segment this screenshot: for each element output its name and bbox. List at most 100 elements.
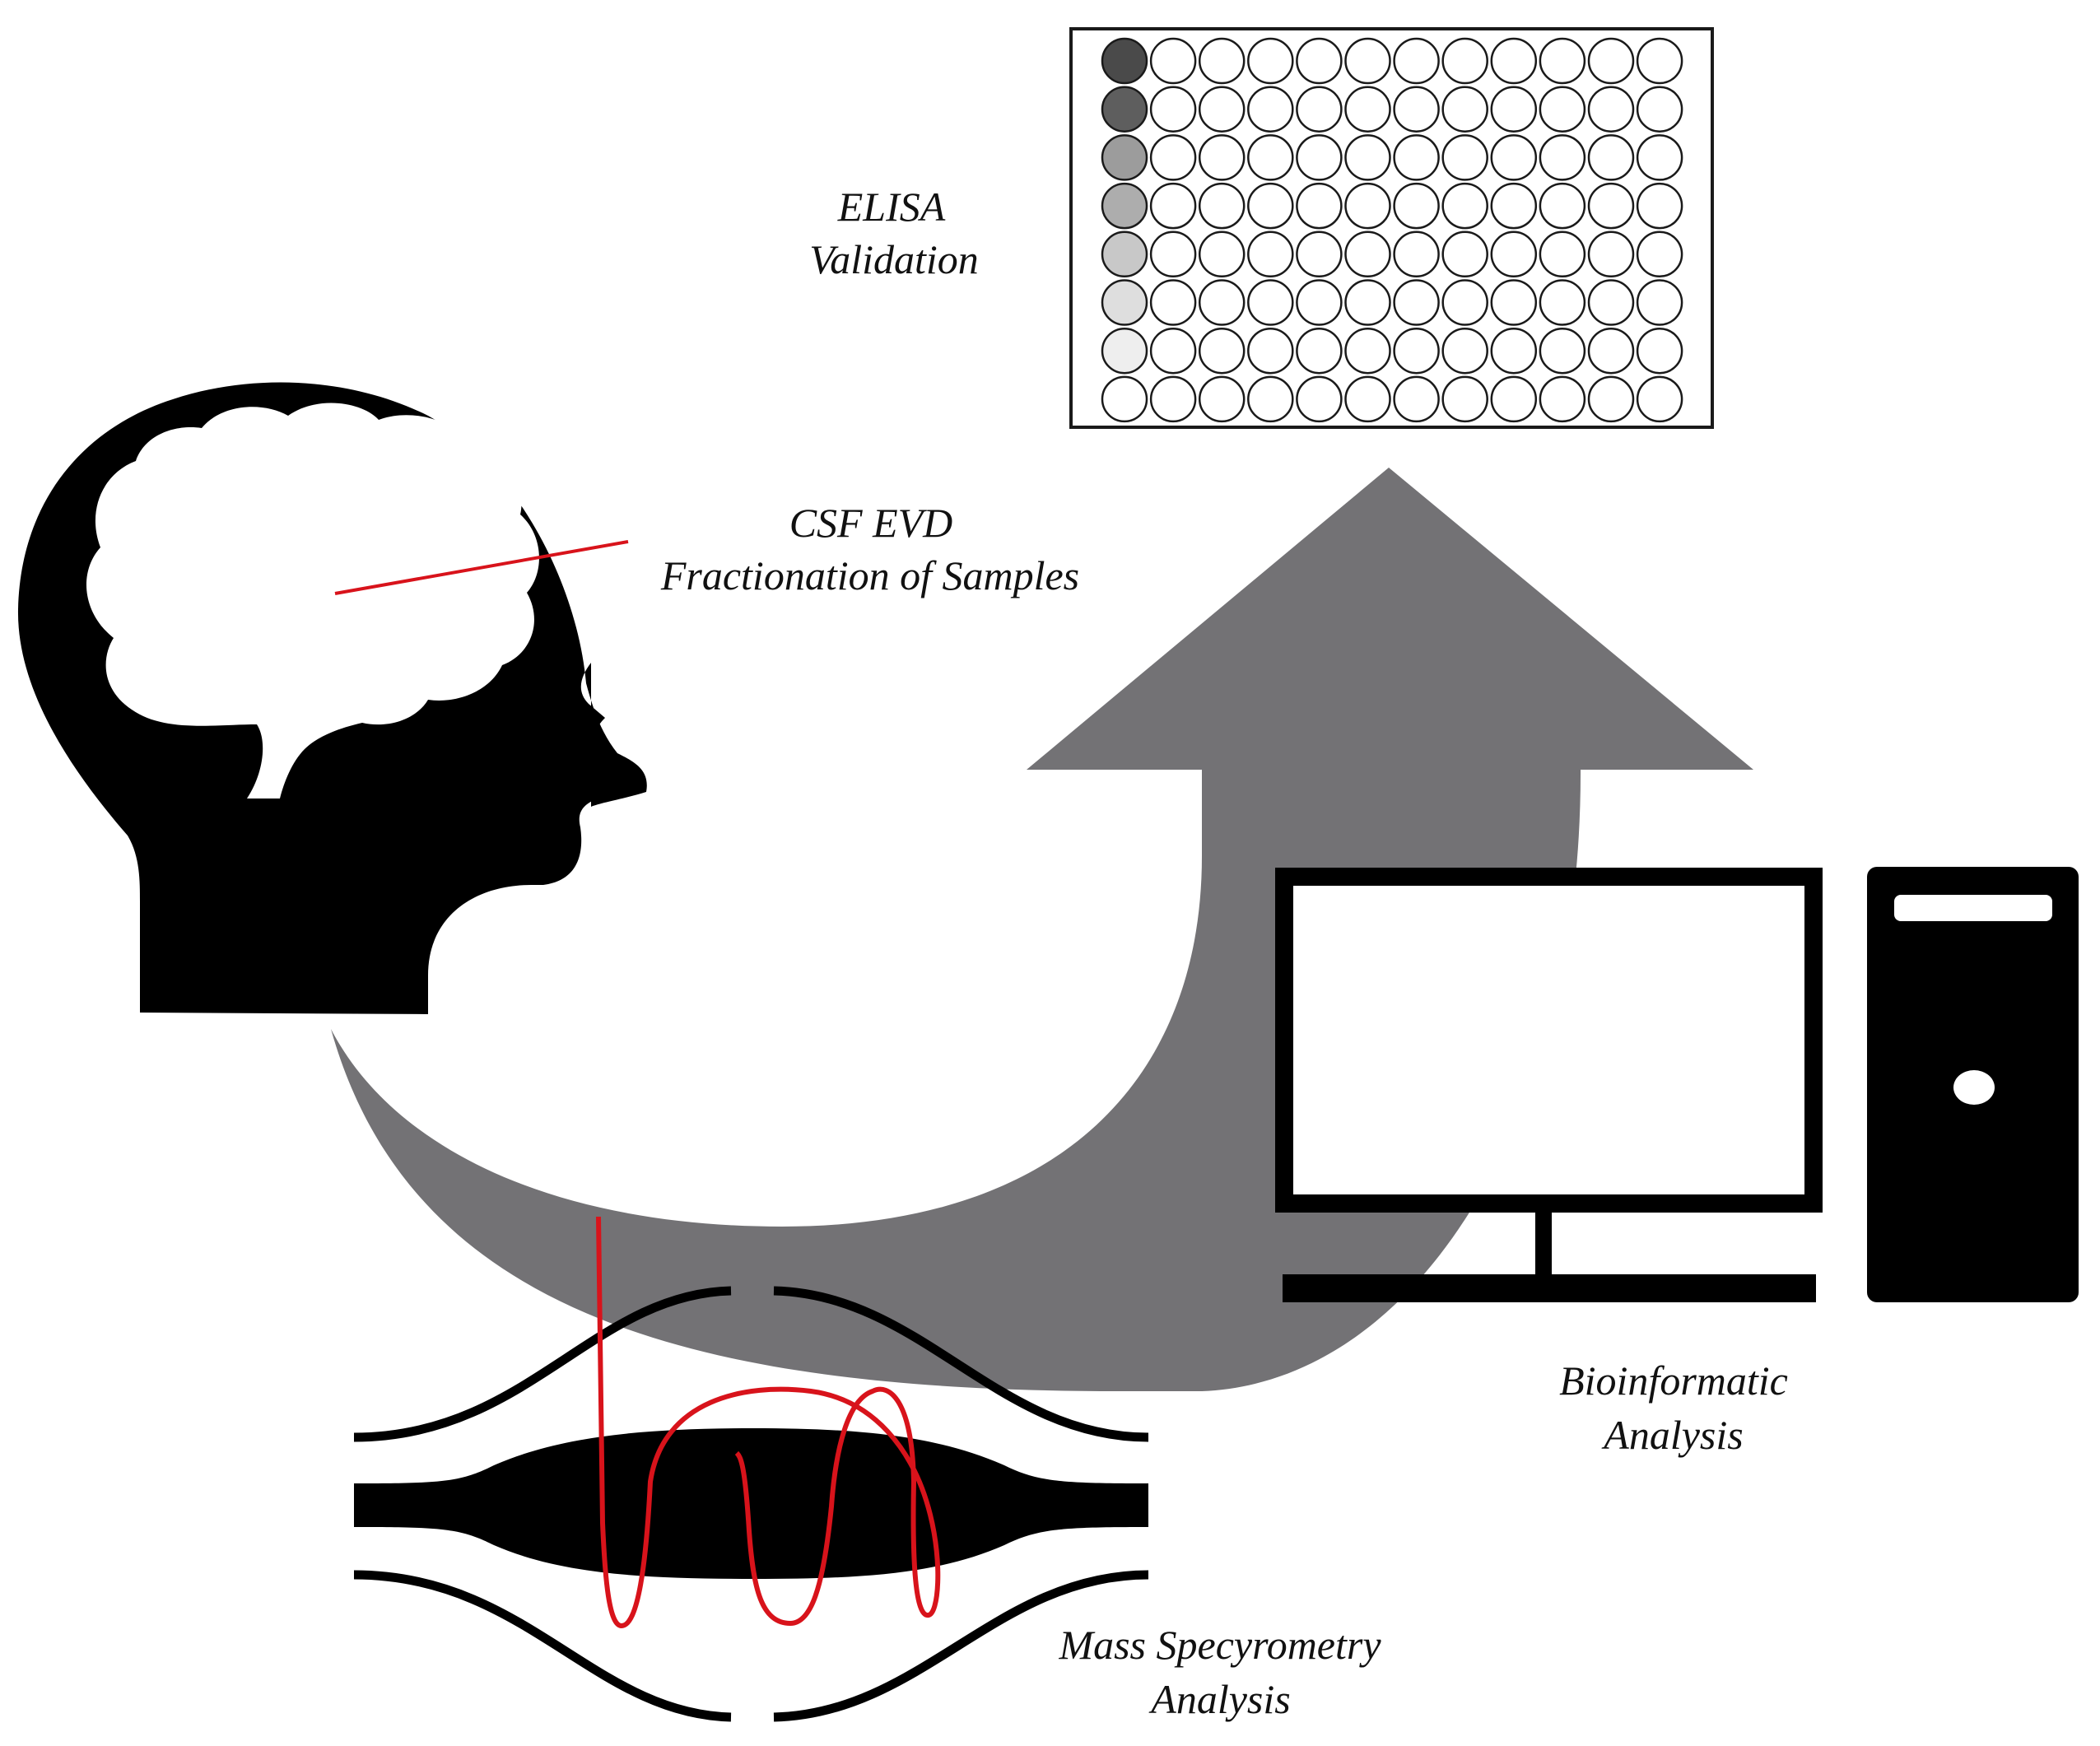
plate-well — [1393, 37, 1440, 85]
plate-well — [1247, 182, 1294, 230]
plate-well — [1149, 375, 1197, 423]
plate-well — [1344, 279, 1391, 326]
plate-well — [1490, 279, 1538, 326]
tower-drive-slot — [1894, 895, 2052, 921]
plate-well — [1539, 37, 1586, 85]
plate-well — [1490, 86, 1538, 133]
monitor-stand-base — [1283, 1274, 1816, 1302]
plate-well — [1344, 230, 1391, 278]
plate-well — [1587, 375, 1635, 423]
plate-well — [1587, 86, 1635, 133]
ion-trap-upper-right — [773, 1286, 1149, 1442]
plate-well — [1149, 279, 1197, 326]
plate-well — [1441, 279, 1488, 326]
plate-well — [1539, 134, 1586, 181]
plate-well — [1587, 279, 1635, 326]
elisa-label-line1: ELISA — [837, 184, 946, 230]
plate-well — [1587, 327, 1635, 375]
plate-well — [1198, 182, 1246, 230]
plate-well — [1247, 279, 1294, 326]
plate-well — [1441, 230, 1488, 278]
ion-beam-body — [354, 1428, 1148, 1579]
monitor-screen — [1275, 868, 1823, 1213]
plate-well — [1198, 327, 1246, 375]
bioinformatic-label-line2: Analysis — [1601, 1412, 1743, 1458]
plate-well — [1490, 375, 1538, 423]
plate-well — [1344, 134, 1391, 181]
plate-well — [1247, 327, 1294, 375]
plate-well — [1149, 86, 1197, 133]
ion-trap-lower-left — [353, 1570, 732, 1722]
plate-well — [1587, 134, 1635, 181]
plate-well — [1587, 182, 1635, 230]
plate-well — [1587, 37, 1635, 85]
plate-well — [1636, 182, 1683, 230]
plate-well — [1198, 37, 1246, 85]
plate-well — [1247, 230, 1294, 278]
plate-well — [1247, 86, 1294, 133]
plate-well — [1393, 182, 1440, 230]
plate-well — [1198, 375, 1246, 423]
plate-well — [1149, 182, 1197, 230]
plate-well — [1636, 230, 1683, 278]
plate-well — [1101, 279, 1148, 326]
plate-well — [1101, 327, 1148, 375]
plate-well — [1296, 230, 1343, 278]
brain-shape — [86, 403, 539, 799]
plate-well — [1490, 37, 1538, 85]
plate-well — [1441, 182, 1488, 230]
plate-well — [1490, 327, 1538, 375]
elisa-plate-icon — [1069, 27, 1714, 429]
bioinformatic-label-line1: Bioinformatic — [1559, 1357, 1788, 1404]
plate-well — [1149, 230, 1197, 278]
monitor-stand-neck — [1535, 1210, 1552, 1276]
plate-well — [1393, 375, 1440, 423]
plate-well — [1296, 37, 1343, 85]
elisa-label-line2: Validation — [809, 236, 979, 282]
csf-label-line1: CSF EVD — [789, 500, 953, 546]
head-brain-icon — [17, 382, 647, 1014]
plate-well — [1198, 230, 1246, 278]
plate-well — [1149, 37, 1197, 85]
plate-well — [1149, 134, 1197, 181]
plate-well — [1198, 86, 1246, 133]
plate-well — [1296, 134, 1343, 181]
plate-well — [1296, 375, 1343, 423]
plate-well — [1441, 37, 1488, 85]
csf-pointer-line — [334, 540, 629, 595]
plate-well — [1490, 182, 1538, 230]
plate-well — [1101, 375, 1148, 423]
plate-well — [1393, 279, 1440, 326]
plate-well — [1587, 230, 1635, 278]
plate-well — [1101, 230, 1148, 278]
plate-well — [1149, 327, 1197, 375]
plate-well — [1101, 86, 1148, 133]
plate-well — [1636, 86, 1683, 133]
plate-wells — [1101, 37, 1683, 423]
plate-well — [1636, 134, 1683, 181]
tower-power-button — [1953, 1070, 1995, 1105]
plate-well — [1490, 230, 1538, 278]
ion-trap-upper-left — [353, 1286, 732, 1442]
plate-well — [1393, 327, 1440, 375]
plate-well — [1393, 230, 1440, 278]
plate-well — [1393, 86, 1440, 133]
plate-well — [1101, 182, 1148, 230]
plate-well — [1344, 37, 1391, 85]
mass-spec-label-line2: Analysis — [1148, 1676, 1290, 1722]
mass-spec-label-line1: Mass Specyrometry — [1058, 1622, 1381, 1668]
ion-trajectory — [596, 1216, 941, 1628]
plate-well — [1296, 86, 1343, 133]
plate-well — [1296, 279, 1343, 326]
plate-well — [1344, 182, 1391, 230]
plate-well — [1296, 182, 1343, 230]
plate-well — [1539, 375, 1586, 423]
plate-well — [1539, 86, 1586, 133]
plate-well — [1636, 327, 1683, 375]
plate-well — [1441, 86, 1488, 133]
plate-well — [1539, 230, 1586, 278]
plate-well — [1441, 134, 1488, 181]
plate-well — [1198, 279, 1246, 326]
plate-well — [1296, 327, 1343, 375]
